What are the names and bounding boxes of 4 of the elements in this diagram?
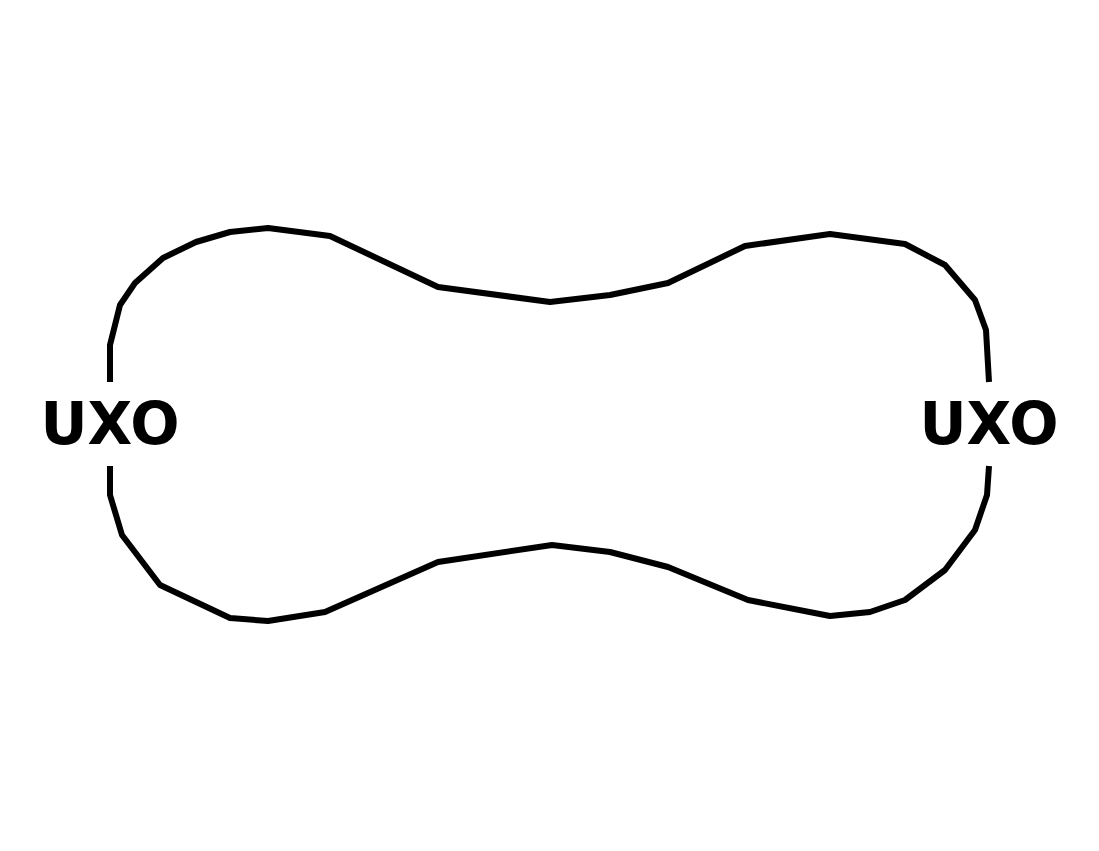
node-label: UXO: [919, 395, 1059, 453]
node-label: UXO: [40, 395, 180, 453]
connector-line: [107, 465, 992, 624]
connector-line: [107, 225, 992, 383]
